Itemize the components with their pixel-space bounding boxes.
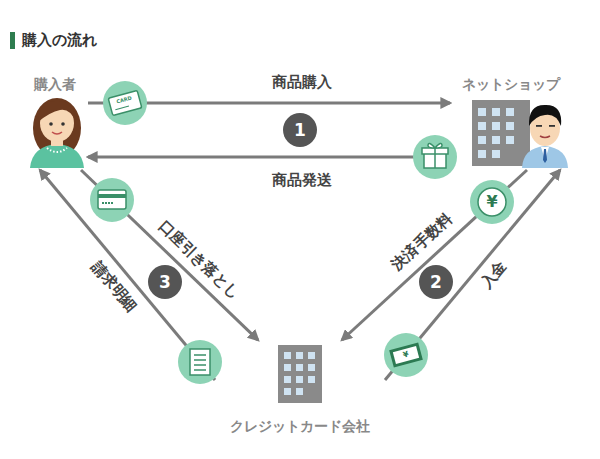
party-label: ネットショップ [450, 76, 572, 94]
party-label: 購入者 [22, 76, 88, 94]
coin-icon [470, 180, 514, 224]
flow-arrow [88, 156, 450, 159]
party-node: クレジットカード会社 [215, 340, 385, 440]
edge-label: 商品購入 [272, 73, 332, 92]
yen-mark: ¥ [402, 350, 409, 359]
callout-circle [283, 113, 317, 147]
edge-label: 請求明細 [87, 257, 140, 315]
card-icon [103, 81, 147, 125]
callout-number: 3 [159, 274, 171, 291]
buyer-figure [30, 98, 84, 168]
callout-number: 1 [294, 122, 306, 139]
banknote-icon [384, 333, 428, 377]
callout-number: 2 [430, 274, 442, 291]
flow-arrow [81, 170, 258, 340]
yen-mark: ¥ [486, 194, 497, 210]
edge-label: 商品発送 [272, 171, 332, 190]
credit-card-icon [90, 178, 134, 222]
shop-figure [472, 100, 568, 168]
flow-arrow [385, 170, 560, 380]
party-node: ネットショップ [450, 72, 572, 170]
statement-icon [178, 340, 222, 384]
party-label: クレジットカード会社 [215, 418, 385, 436]
party-node: 購入者 [22, 72, 88, 170]
callout-circle [148, 265, 182, 299]
title-bar [10, 32, 15, 49]
company-building [278, 345, 322, 403]
gift-icon [413, 135, 457, 179]
diagram-title: 購入の流れ [22, 31, 97, 50]
flow-arrow [342, 170, 527, 340]
callout-circle [419, 265, 453, 299]
